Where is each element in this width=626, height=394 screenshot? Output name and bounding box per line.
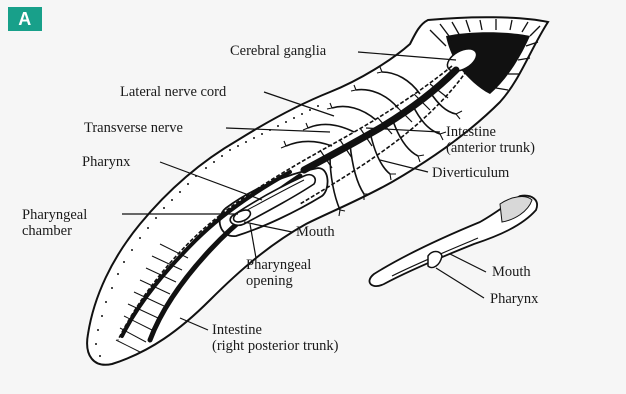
label-lateral-nerve-cord: Lateral nerve cord — [120, 84, 226, 100]
leader-pharynx-small — [436, 268, 484, 298]
label-pharyngeal-chamber-line2: chamber — [22, 223, 87, 239]
label-pharynx: Pharynx — [82, 154, 130, 170]
label-intestine-anterior-line2: (anterior trunk) — [446, 140, 535, 156]
label-cerebral-ganglia: Cerebral ganglia — [230, 43, 326, 59]
label-mouth: Mouth — [296, 224, 335, 240]
label-mouth-side-view: Mouth — [492, 264, 531, 280]
label-intestine-posterior-line2: (right posterior trunk) — [212, 338, 338, 354]
label-transverse-nerve: Transverse nerve — [84, 120, 183, 136]
leader-mouth-small — [450, 254, 486, 272]
label-intestine-anterior: Intestine (anterior trunk) — [446, 124, 535, 156]
label-pharyngeal-opening-line2: opening — [246, 273, 311, 289]
label-intestine-posterior: Intestine (right posterior trunk) — [212, 322, 338, 354]
label-pharyngeal-chamber: Pharyngeal chamber — [22, 207, 87, 239]
label-intestine-posterior-line1: Intestine — [212, 322, 338, 338]
label-pharyngeal-chamber-line1: Pharyngeal — [22, 207, 87, 223]
panel-letter-badge: A — [8, 7, 42, 31]
main-body — [87, 17, 548, 365]
label-pharyngeal-opening: Pharyngeal opening — [246, 257, 311, 289]
label-diverticulum: Diverticulum — [432, 165, 509, 181]
label-pharyngeal-opening-line1: Pharyngeal — [246, 257, 311, 273]
label-pharynx-side-view: Pharynx — [490, 291, 538, 307]
side-view-pharynx — [428, 252, 442, 268]
label-intestine-anterior-line1: Intestine — [446, 124, 535, 140]
